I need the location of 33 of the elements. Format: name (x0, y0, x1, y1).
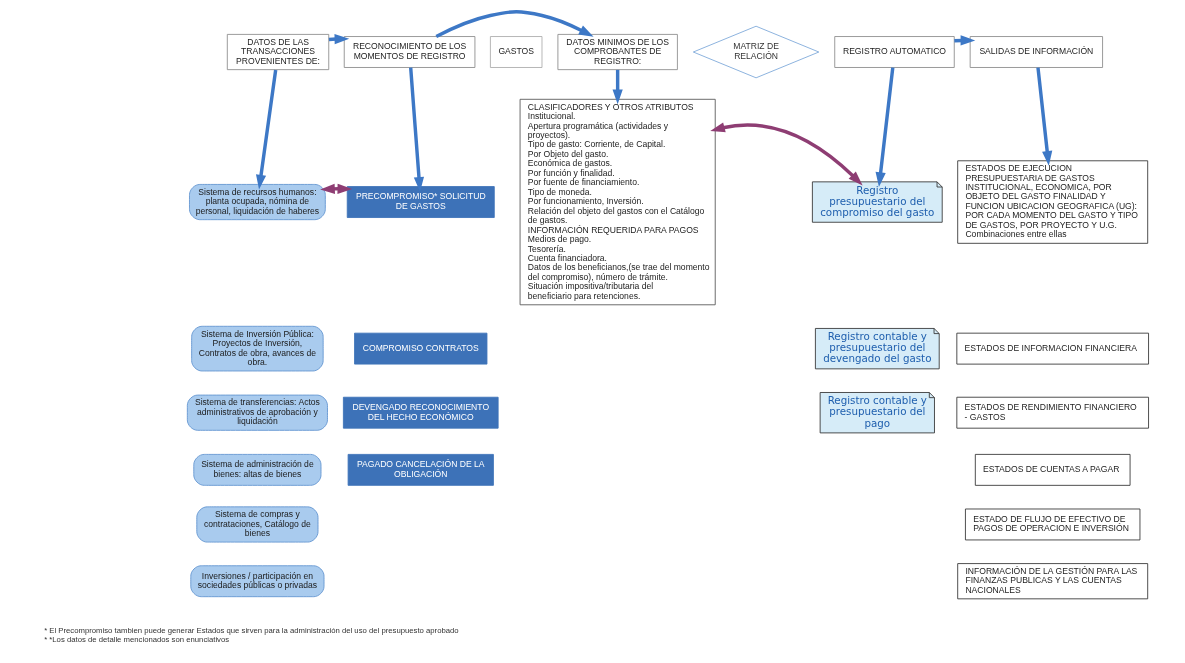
node-box: GASTOS (489, 36, 543, 68)
node-box: Sistema de administración de bienes: altas de bienes (193, 453, 322, 486)
node-box: ESTADO DE FLUJO DE EFECTIVO DE PAGOS DE OPERACION E INVERSIÓN (965, 508, 1141, 541)
node-box: PRECOMPROMISO* SOLICITUD DE GASTOS (346, 186, 495, 218)
label: * *Los datos de detalle mencionados son enunciativos (44, 635, 230, 644)
node-box: ESTADOS DE CUENTAS A PAGAR (974, 453, 1131, 486)
node-box: Sistema de Inversión Pública: Proyectos de Inversión, Contratos de obra, avances de obra. (191, 325, 324, 372)
node-box: PAGADO CANCELACIÓN DE LA OBLIGACIÓN (347, 453, 494, 486)
node-box: INFORMACIÓN DE LA GESTIÓN PARA LAS FINANZAS PUBLICAS Y LAS CUENTAS NACIONALES (957, 563, 1149, 600)
node-diamond: MATRIZ DE RELACIÓN (692, 25, 820, 79)
arrow (408, 67, 425, 192)
arrow (875, 67, 895, 187)
arrow (612, 69, 623, 105)
node-box: Sistema de compras y contrataciones, Catálogo de bienes (196, 506, 319, 543)
node-box: ESTADOS DE RENDIMIENTO FINANCIERO - GASTOS (956, 396, 1149, 429)
node-box: DEVENGADO RECONOCIMIENTO DEL HECHO ECONÓMICO (342, 396, 499, 429)
node-box: ESTADOS DE INFORMACION FINANCIERA (956, 332, 1149, 365)
arrow (255, 69, 278, 190)
node-box: Inversiones / participación en sociedades públicas o privadas (190, 565, 325, 598)
node-box: RECONOCIMIENTO DE LOS MOMENTOS DE REGISTRO (343, 36, 476, 68)
node-box: DATOS MINIMOS DE LOS COMPROBANTES DE REGISTRO: (557, 33, 678, 71)
node-box: Sistema de transferencias: Actos administrativos de aprobación y liquidación (186, 394, 328, 431)
node-box: ESTADOS DE EJECUCION PRESUPUESTARIA DE GASTOS INSTITUCIONAL, ECONOMICA, POR OBJETO DEL GASTO FINALIDAD Y FUNCION UBICACION GEOGRAFICA (UG): POR CADA MOMENTO DEL GASTO Y TIPO DE GASTOS, POR PROYECTO Y U.G. Combinaciones entre ellas (957, 160, 1149, 244)
node-box: CLASIFICADORES Y OTROS ATRIBUTOS Institucional. Apertura programática (actividades y proyectos). Tipo de gasto: Corriente, de Capital. Por Objeto del gasto. Económica de gastos. Por función y finalidad. Por fuente de financiamiento. Tipo de moneda. Por funcionamiento, Inversión. Relación del objeto del gastos con el Catálogo de gastos. INFORMACIÓN REQUERIDA PARA PAGOS Medios de pago. Tesorería. Cuenta financiadora. Datos de los beneficianos,(se trae del momento del compromiso), número de trámite. Situación impositiva/tributaria del beneficiario para retenciones. (519, 98, 716, 306)
node-box: SALIDAS DE INFORMACIÓN (969, 36, 1103, 68)
node-box: COMPROMISO CONTRATOS (354, 332, 488, 365)
node-box: DATOS DE LAS TRANSACCIONES PROVENIENTES DE: (226, 33, 330, 71)
node-box: REGISTRO AUTOMATICO (834, 36, 955, 68)
arrow (710, 122, 863, 186)
label: * El Precompromiso tambien puede generar Estados que sirven para la administración del uso del presupuesto aprobado (44, 626, 459, 636)
arrow (435, 10, 594, 38)
arrow (1036, 67, 1053, 166)
node-box: Sistema de recursos humanos: planta ocupada, nómina de personal, liquidación de haberes (189, 184, 326, 221)
